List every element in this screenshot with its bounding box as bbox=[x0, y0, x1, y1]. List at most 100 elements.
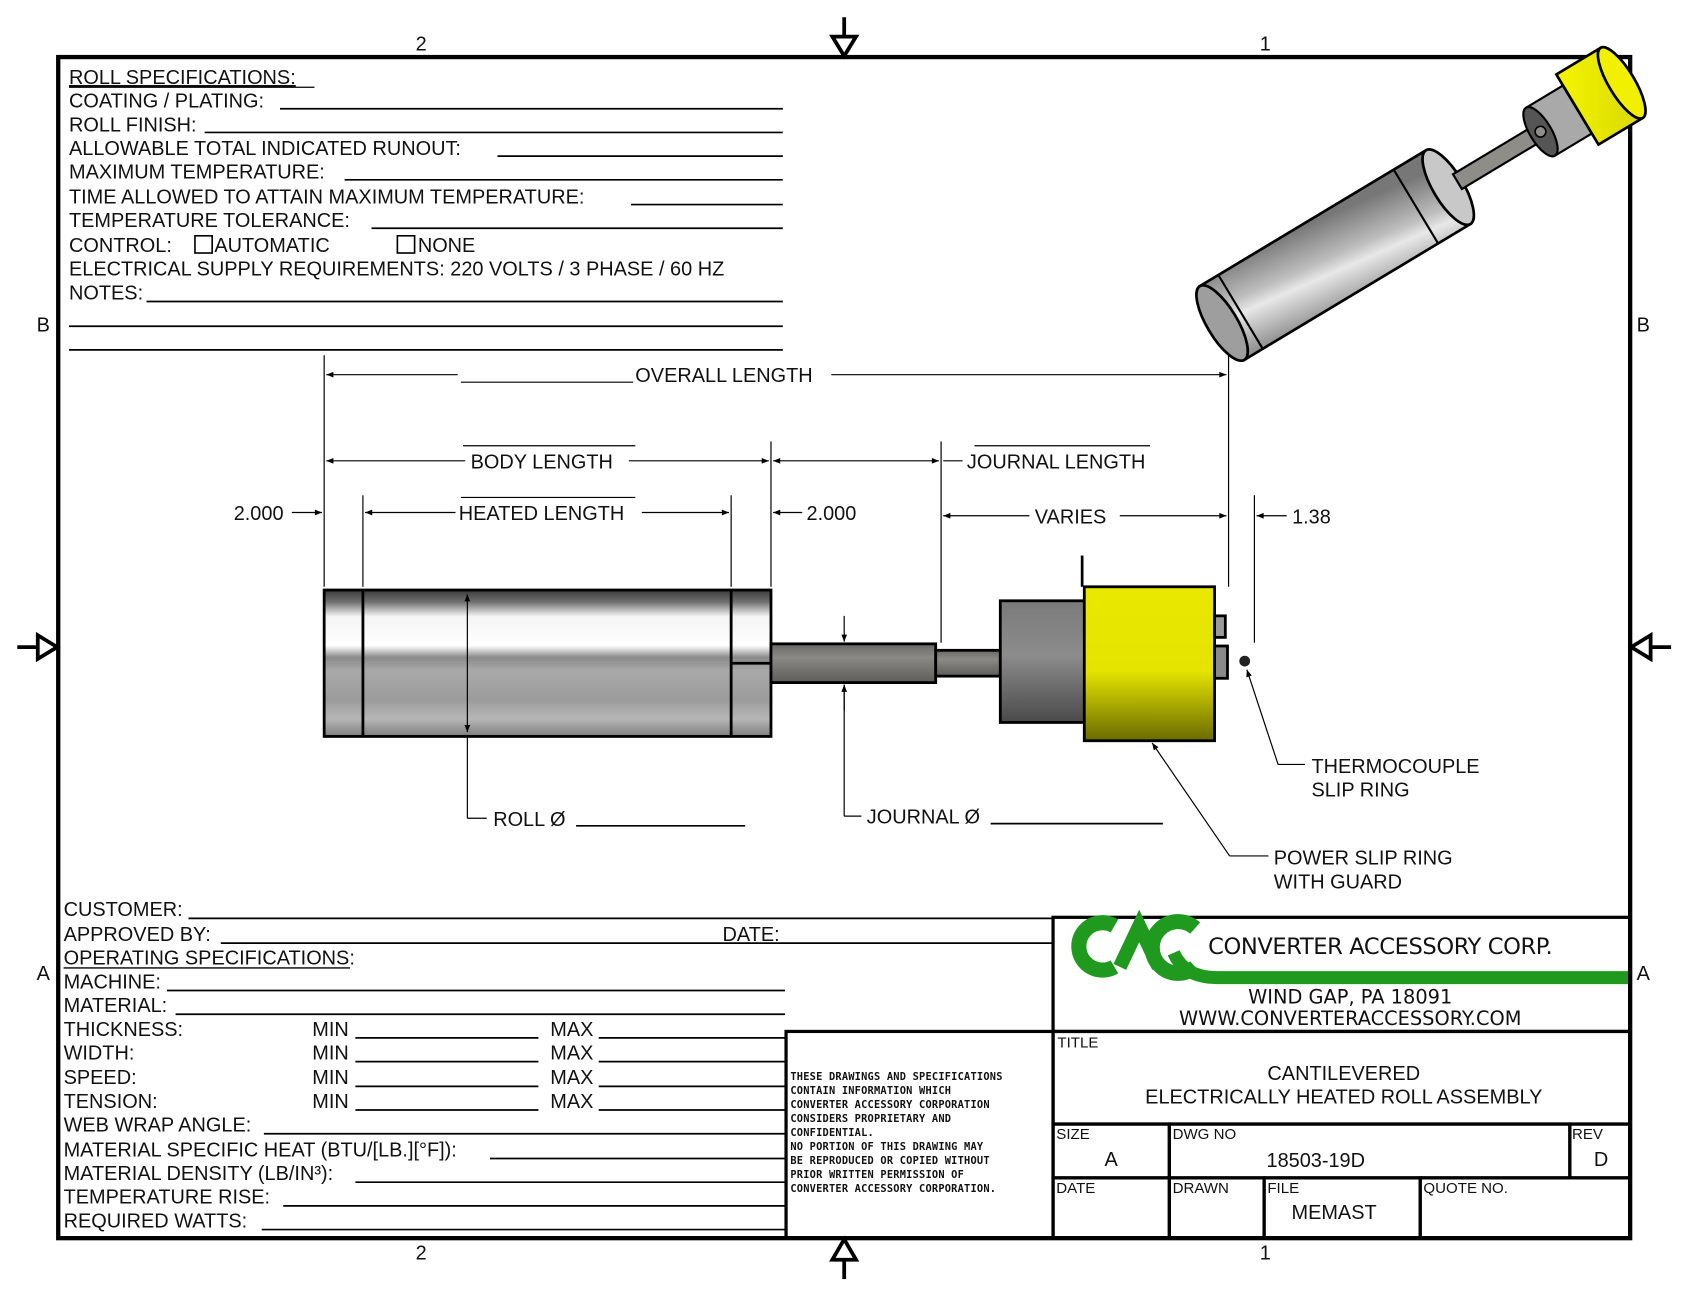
center-mark-top-icon bbox=[828, 17, 860, 60]
thermocouple-callout-line2: SLIP RING bbox=[1311, 780, 1409, 802]
svg-text:CONFIDENTIAL.: CONFIDENTIAL. bbox=[790, 1127, 874, 1139]
runout-label: ALLOWABLE TOTAL INDICATED RUNOUT: bbox=[69, 138, 461, 160]
zone-bottom-1: 1 bbox=[1260, 1243, 1271, 1265]
title-block: TITLE CANTILEVERED ELECTRICALLY HEATED R… bbox=[1051, 1029, 1632, 1240]
thermocouple-slip-ring-body bbox=[1213, 644, 1229, 680]
thermocouple-slip-ring bbox=[1213, 614, 1227, 639]
machine-label: MACHINE: bbox=[64, 971, 161, 993]
center-mark-right-icon bbox=[1627, 631, 1672, 663]
roll-body bbox=[322, 588, 773, 738]
zone-top-1: 1 bbox=[1260, 34, 1271, 56]
zone-right-b: B bbox=[1637, 315, 1650, 337]
svg-text:MIN: MIN bbox=[312, 1042, 349, 1064]
width-row: WIDTH: MIN MAX bbox=[64, 1042, 785, 1064]
material-density-label: MATERIAL DENSITY (LB/IN³): bbox=[64, 1163, 334, 1185]
roll-finish-label: ROLL FINISH: bbox=[69, 114, 197, 136]
dwg-no-label: DWG NO bbox=[1173, 1126, 1237, 1143]
power-slip-ring-guard bbox=[1082, 585, 1216, 743]
zone-left-a: A bbox=[37, 963, 51, 985]
isometric-view bbox=[1195, 45, 1647, 363]
slip-ring-housing bbox=[998, 599, 1088, 724]
overall-length-label: OVERALL LENGTH bbox=[635, 365, 812, 387]
roll-side-view: ROLL Ø JOURNAL Ø THERMOCOUPLE SLIP RING … bbox=[322, 555, 1480, 893]
journal-step bbox=[934, 648, 1002, 678]
svg-text:MAX: MAX bbox=[550, 1019, 593, 1041]
speed-row: SPEED: MIN MAX bbox=[64, 1067, 785, 1089]
quote-no-label: QUOTE NO. bbox=[1423, 1180, 1508, 1197]
coating-label: COATING / PLATING: bbox=[69, 91, 264, 113]
operating-specifications-section: CUSTOMER: APPROVED BY: DATE: OPERATING S… bbox=[63, 899, 1054, 1232]
roll-specs-heading: ROLL SPECIFICATIONS: bbox=[69, 67, 296, 89]
electrical-requirements: ELECTRICAL SUPPLY REQUIREMENTS: 220 VOLT… bbox=[69, 259, 724, 281]
thermocouple-callout-line1: THERMOCOUPLE bbox=[1311, 756, 1479, 778]
file-label: FILE bbox=[1267, 1180, 1299, 1197]
left-offset-dim: 2.000 bbox=[234, 503, 284, 525]
proprietary-notice: THESE DRAWINGS AND SPECIFICATIONS CONTAI… bbox=[784, 1029, 1055, 1240]
date-cell-label: DATE bbox=[1056, 1180, 1095, 1197]
svg-text:CONVERTER ACCESSORY CORPORATIO: CONVERTER ACCESSORY CORPORATION. bbox=[790, 1183, 996, 1195]
right-offset-dim: 2.000 bbox=[807, 503, 857, 525]
dimensions: OVERALL LENGTH BODY LENGTH JOURNAL LENGT… bbox=[234, 355, 1331, 643]
automatic-option-label: AUTOMATIC bbox=[214, 235, 329, 257]
svg-text:CONSIDERS PROPRIETARY AND: CONSIDERS PROPRIETARY AND bbox=[790, 1113, 951, 1125]
none-option-label: NONE bbox=[418, 235, 476, 257]
journal-length-label: JOURNAL LENGTH bbox=[967, 451, 1145, 473]
svg-text:MAX: MAX bbox=[550, 1042, 593, 1064]
roll-specifications-section: ROLL SPECIFICATIONS: COATING / PLATING: … bbox=[68, 67, 783, 351]
material-label: MATERIAL: bbox=[64, 995, 168, 1017]
svg-text:BE REPRODUCED OR COPIED WITHOU: BE REPRODUCED OR COPIED WITHOUT bbox=[790, 1155, 989, 1167]
rev-value: D bbox=[1594, 1149, 1608, 1171]
temperature-rise-label: TEMPERATURE RISE: bbox=[64, 1187, 270, 1209]
roll-diameter-label: ROLL Ø bbox=[493, 809, 565, 831]
svg-text:MIN: MIN bbox=[312, 1091, 349, 1113]
slip-offset-dim: 1.38 bbox=[1292, 506, 1331, 528]
varies-label: VARIES bbox=[1035, 506, 1107, 528]
svg-text:CONTAIN INFORMATION WHICH: CONTAIN INFORMATION WHICH bbox=[790, 1085, 951, 1097]
zone-right-a: A bbox=[1637, 963, 1651, 985]
svg-text:SPEED:: SPEED: bbox=[64, 1067, 137, 1089]
company-website: WWW.CONVERTERACCESSORY.COM bbox=[1179, 1007, 1521, 1030]
size-label: SIZE bbox=[1056, 1126, 1089, 1143]
date-label: DATE: bbox=[723, 924, 780, 946]
svg-text:MAX: MAX bbox=[550, 1067, 593, 1089]
power-callout-line1: POWER SLIP RING bbox=[1274, 848, 1453, 870]
center-mark-left-icon bbox=[17, 631, 61, 663]
company-address: WIND GAP, PA 18091 bbox=[1248, 985, 1452, 1008]
svg-text:MIN: MIN bbox=[312, 1019, 349, 1041]
web-wrap-angle-label: WEB WRAP ANGLE: bbox=[64, 1115, 252, 1137]
drawing-title-line1: CANTILEVERED bbox=[1267, 1063, 1420, 1085]
heated-length-label: HEATED LENGTH bbox=[459, 503, 625, 525]
company-name: CONVERTER ACCESSORY CORP. bbox=[1208, 934, 1553, 960]
automatic-checkbox[interactable] bbox=[194, 234, 213, 254]
time-to-temp-label: TIME ALLOWED TO ATTAIN MAXIMUM TEMPERATU… bbox=[69, 186, 584, 208]
specific-heat-label: MATERIAL SPECIFIC HEAT (BTU/[LB.][°F]): bbox=[64, 1139, 457, 1161]
dwg-no-value: 18503-19D bbox=[1267, 1150, 1366, 1172]
svg-text:TENSION:: TENSION: bbox=[64, 1091, 158, 1113]
svg-text:THESE DRAWINGS AND SPECIFICATI: THESE DRAWINGS AND SPECIFICATIONS bbox=[790, 1071, 1002, 1083]
svg-text:MAX: MAX bbox=[550, 1091, 593, 1113]
approved-by-label: APPROVED BY: bbox=[64, 924, 211, 946]
power-callout-line2: WITH GUARD bbox=[1274, 871, 1402, 893]
max-temp-label: MAXIMUM TEMPERATURE: bbox=[69, 162, 325, 184]
notes-label: NOTES: bbox=[69, 282, 143, 304]
zone-bottom-2: 2 bbox=[416, 1243, 427, 1265]
required-watts-label: REQUIRED WATTS: bbox=[64, 1210, 248, 1232]
journal-diameter-label: JOURNAL Ø bbox=[867, 807, 980, 829]
drawing-title-line2: ELECTRICALLY HEATED ROLL ASSEMBLY bbox=[1145, 1087, 1542, 1109]
company-block: CONVERTER ACCESSORY CORP. WIND GAP, PA 1… bbox=[1051, 909, 1632, 1034]
drawn-label: DRAWN bbox=[1173, 1180, 1229, 1197]
svg-text:NO PORTION OF THIS DRAWING MAY: NO PORTION OF THIS DRAWING MAY bbox=[790, 1141, 984, 1153]
center-mark-bottom-icon bbox=[829, 1235, 860, 1280]
customer-label: CUSTOMER: bbox=[64, 899, 183, 921]
cac-logo-icon bbox=[1071, 909, 1629, 985]
none-checkbox[interactable] bbox=[396, 234, 416, 254]
title-label: TITLE bbox=[1057, 1035, 1098, 1052]
thickness-row: THICKNESS: MIN MAX bbox=[64, 1019, 785, 1041]
operating-specs-heading: OPERATING SPECIFICATIONS: bbox=[64, 948, 355, 970]
svg-text:THICKNESS:: THICKNESS: bbox=[64, 1019, 183, 1041]
temp-tolerance-label: TEMPERATURE TOLERANCE: bbox=[69, 210, 350, 232]
zone-left-b: B bbox=[37, 315, 50, 337]
svg-text:WIDTH:: WIDTH: bbox=[64, 1042, 135, 1064]
svg-text:MIN: MIN bbox=[312, 1067, 349, 1089]
